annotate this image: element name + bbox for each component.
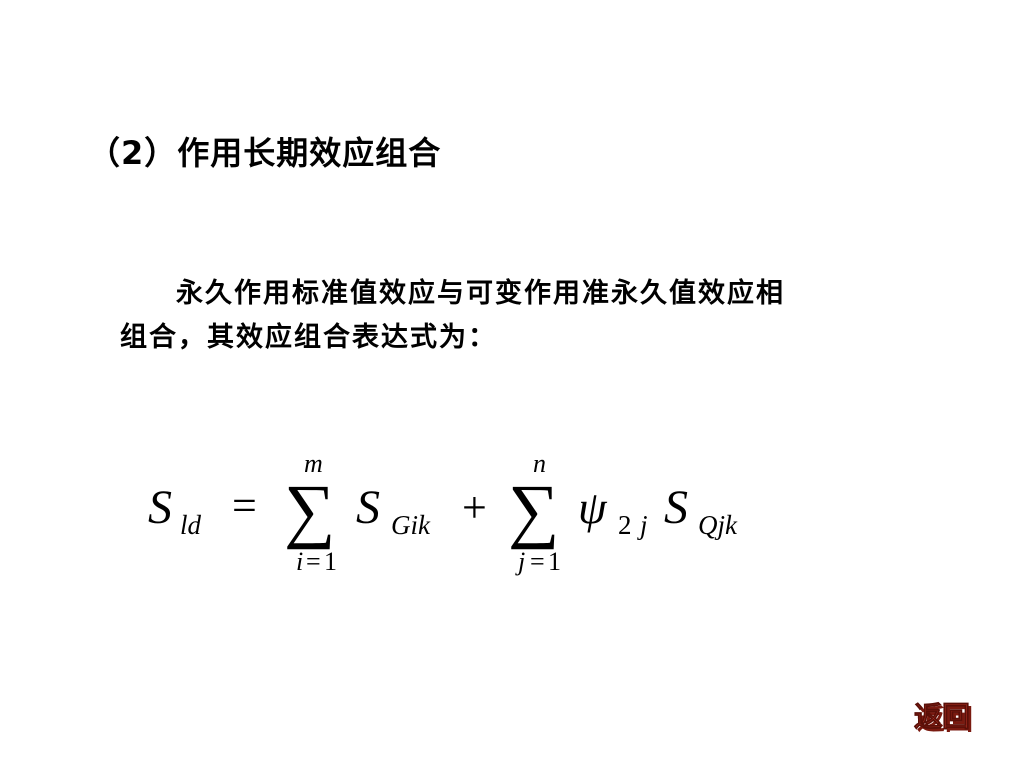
formula-sum2-sigma: ∑: [508, 470, 559, 550]
formula-lhs-symbol: S: [148, 481, 172, 534]
formula-lhs-subscript: ld: [180, 510, 202, 540]
formula-equals: =: [232, 481, 257, 530]
formula-sum2-bottom-val: 1: [548, 547, 561, 576]
formula-sum1-bottom-var: i: [296, 547, 303, 576]
formula-psi-subscript-num: 2: [618, 510, 632, 540]
paragraph-line-2: 组合，其效应组合表达式为：: [120, 322, 497, 353]
formula-sum2-bottom-eq: =: [530, 547, 545, 576]
formula-sum1-top: m: [304, 449, 323, 478]
formula-term2-subscript: Qjk: [698, 510, 738, 540]
section-heading: （2）作用长期效应组合: [88, 134, 442, 172]
paragraph-line-1: 永久作用标准值效应与可变作用准永久值效应相: [176, 278, 785, 309]
formula-sum1-bottom-eq: =: [306, 547, 321, 576]
formula-plus: +: [462, 483, 487, 532]
description-paragraph: 永久作用标准值效应与可变作用准永久值效应相 组合，其效应组合表达式为：: [120, 272, 910, 360]
formula-term2-symbol: S: [664, 481, 688, 534]
formula-svg: S ld = m ∑ i = 1 S Gik + n ∑ j = 1 ψ 2 j…: [148, 449, 738, 576]
formula-term1-subscript: Gik: [391, 510, 431, 540]
formula-psi-subscript-var: j: [637, 510, 648, 540]
return-button-label: 返回: [914, 700, 970, 733]
formula-sum1-bottom-val: 1: [324, 547, 337, 576]
return-button[interactable]: 返回 返回: [912, 698, 978, 736]
return-button-shadow: 返回: [917, 703, 973, 736]
formula-psi-symbol: ψ: [578, 482, 608, 533]
formula-sum2-top: n: [533, 449, 546, 478]
formula-sum2-bottom-var: j: [515, 547, 525, 576]
formula-sum1-sigma: ∑: [284, 470, 335, 550]
load-combination-formula: S ld = m ∑ i = 1 S Gik + n ∑ j = 1 ψ 2 j…: [140, 440, 780, 590]
return-button-graphic: 返回 返回: [914, 700, 973, 736]
formula-term1-symbol: S: [356, 481, 380, 534]
